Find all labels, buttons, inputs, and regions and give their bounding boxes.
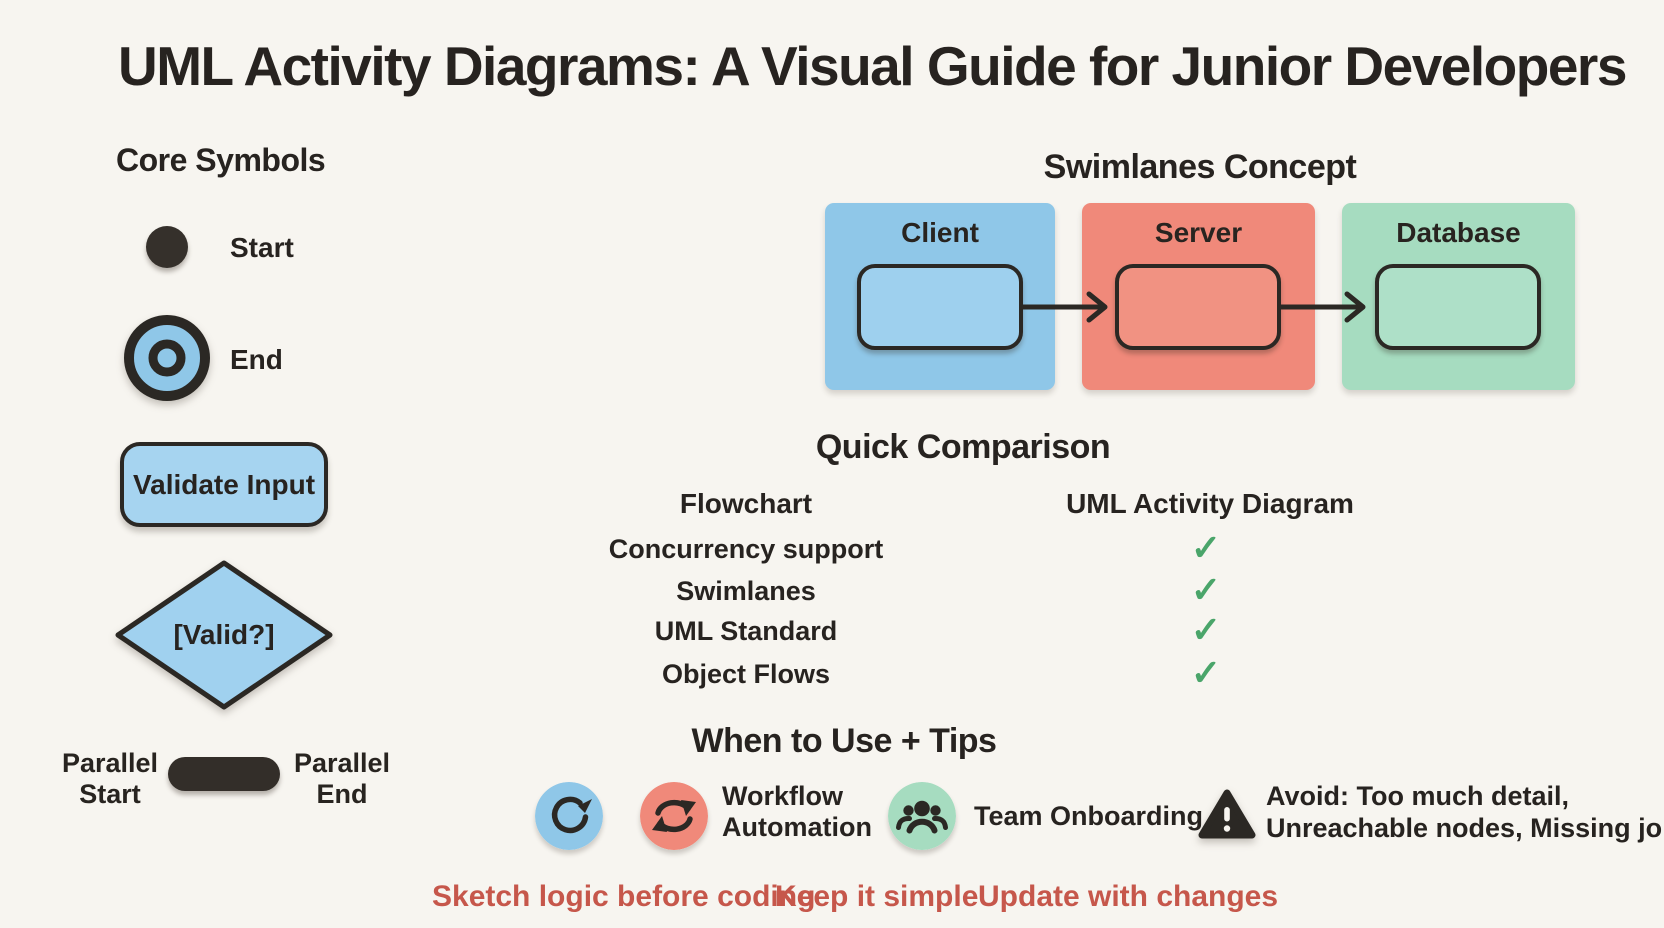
- parallel-start-line2: Start: [79, 779, 141, 809]
- swimlanes-heading: Swimlanes Concept: [1043, 148, 1357, 186]
- parallel-bar-icon: [168, 757, 280, 791]
- cycle-arrows-icon: [640, 782, 708, 850]
- check-icon: ✓: [1190, 527, 1222, 568]
- avoid-line1: Avoid: Too much detail,: [1266, 781, 1569, 811]
- footer-tip-sketch: Sketch logic before coding: [432, 880, 816, 913]
- start-node-icon: [146, 226, 188, 268]
- action-node: Validate Input: [120, 442, 328, 527]
- database-activity-box: [1375, 264, 1541, 350]
- action-node-label: Validate Input: [132, 468, 316, 500]
- comparison-heading: Quick Comparison: [815, 428, 1111, 466]
- server-activity-box: [1115, 264, 1281, 350]
- swimlane-database-label: Database: [1396, 217, 1521, 248]
- avoid-label: Avoid: Too much detail, Unreachable node…: [1266, 780, 1664, 844]
- arrow-client-to-server-icon: [1019, 291, 1108, 323]
- team-onboarding-label: Team Onboarding: [974, 801, 1204, 831]
- start-label: Start: [230, 232, 294, 263]
- workflow-line2: Automation: [722, 812, 872, 842]
- parallel-end-label: Parallel End: [282, 748, 402, 810]
- parallel-end-line1: Parallel: [293, 748, 391, 778]
- comparison-col-flowchart: Flowchart: [679, 488, 813, 519]
- client-activity-box: [857, 264, 1023, 350]
- comparison-row-feature: Concurrency support: [608, 534, 884, 564]
- refresh-icon: [535, 782, 603, 850]
- comparison-row-feature: Swimlanes: [676, 576, 816, 606]
- parallel-end-line2: End: [316, 779, 368, 809]
- arrow-server-to-database-icon: [1277, 291, 1366, 323]
- parallel-start-line1: Parallel: [61, 748, 159, 778]
- check-icon: ✓: [1190, 652, 1222, 693]
- check-icon: ✓: [1190, 609, 1222, 650]
- avoid-line2: Unreachable nodes, Missing joins: [1266, 813, 1664, 843]
- workflow-automation-label: Workflow Automation: [722, 781, 872, 843]
- core-symbols-heading: Core Symbols: [116, 142, 326, 178]
- end-label: End: [230, 344, 283, 375]
- decision-node: [115, 560, 333, 710]
- decision-node-label: [Valid?]: [173, 619, 275, 650]
- swimlane-server-label: Server: [1154, 217, 1243, 248]
- swimlane-client-label: Client: [901, 217, 979, 248]
- page-title: UML Activity Diagrams: A Visual Guide fo…: [118, 35, 1627, 97]
- decision-node-label-wrap: [Valid?]: [112, 558, 336, 712]
- team-icon: [888, 782, 956, 850]
- warning-icon: [1198, 789, 1256, 839]
- parallel-start-label: Parallel Start: [50, 748, 170, 810]
- comparison-col-uml: UML Activity Diagram: [1066, 488, 1354, 519]
- footer-tip-simple: Keep it simple: [775, 880, 979, 913]
- comparison-row-feature: UML Standard: [654, 616, 838, 646]
- footer-tip-update: Update with changes: [978, 880, 1279, 913]
- end-node-icon: [124, 315, 210, 401]
- check-icon: ✓: [1190, 569, 1222, 610]
- workflow-line1: Workflow: [722, 781, 843, 811]
- comparison-row-feature: Object Flows: [661, 659, 831, 689]
- tips-heading: When to Use + Tips: [691, 722, 997, 760]
